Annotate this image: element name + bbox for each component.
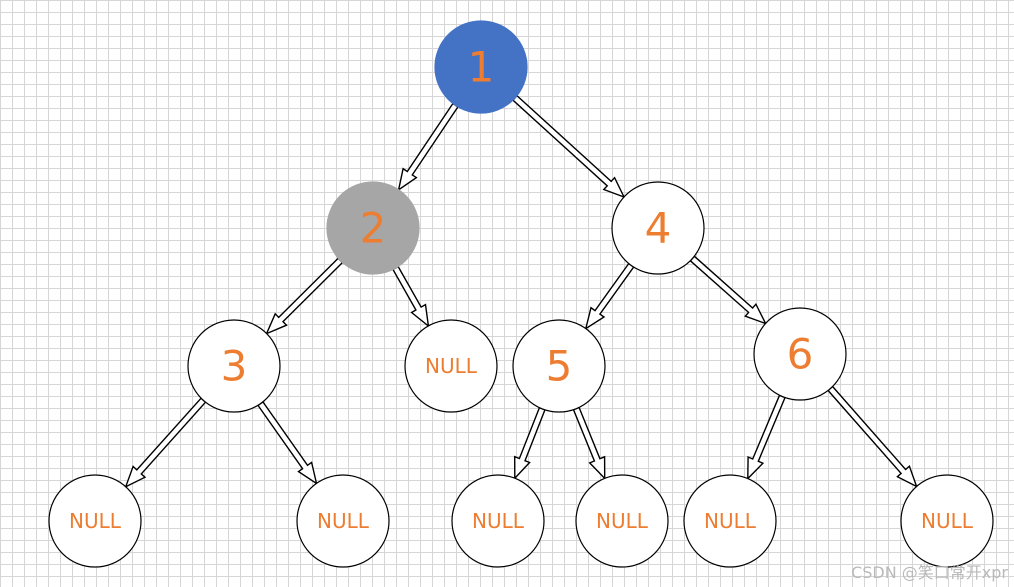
- node-label: NULL: [596, 509, 649, 533]
- tree-node-n6r: NULL: [900, 474, 994, 568]
- edge-arrow-n4-to-n6: [689, 255, 768, 325]
- edge-arrow-n4-to-n5: [584, 262, 635, 331]
- tree-node-n3: 3: [187, 319, 281, 413]
- tree-node-n5l: NULL: [451, 474, 545, 568]
- node-circle: [683, 474, 777, 568]
- tree-node-n3l: NULL: [48, 474, 142, 568]
- csdn-watermark: CSDN @笑口常开xpr: [851, 563, 1008, 582]
- edge-arrow-n5-to-n5l: [513, 406, 546, 480]
- tree-node-n4: 4: [611, 181, 705, 275]
- node-label: NULL: [69, 509, 122, 533]
- node-circle: [451, 474, 545, 568]
- edge-arrow-n1-to-n4: [512, 94, 626, 199]
- node-circle: [434, 20, 528, 114]
- node-label: NULL: [317, 509, 370, 533]
- tree-node-n6: 6: [753, 307, 847, 401]
- node-circle: [187, 319, 281, 413]
- node-circle: [575, 474, 669, 568]
- node-label: 2: [360, 204, 387, 253]
- node-circle: [753, 307, 847, 401]
- tree-node-n5r: NULL: [575, 474, 669, 568]
- tree-node-n6l: NULL: [683, 474, 777, 568]
- node-label: NULL: [704, 509, 757, 533]
- node-label: 6: [787, 330, 814, 379]
- edge-arrow-n6-to-n6l: [747, 394, 786, 481]
- edge-arrow-n1-to-n2: [397, 102, 459, 192]
- node-label: NULL: [921, 509, 974, 533]
- tree-node-n3r: NULL: [296, 474, 390, 568]
- tree-edges: [124, 94, 918, 489]
- node-circle: [326, 181, 420, 275]
- tree-node-n5: 5: [512, 319, 606, 413]
- edge-arrow-n6-to-n6r: [827, 385, 918, 488]
- node-circle: [296, 474, 390, 568]
- node-label: 3: [221, 342, 248, 391]
- node-circle: [512, 319, 606, 413]
- tree-node-n2r: NULL: [404, 319, 498, 413]
- edge-arrow-n3-to-n3l: [124, 397, 207, 489]
- node-circle: [48, 474, 142, 568]
- edge-arrow-n2-to-n3: [265, 257, 344, 335]
- node-label: 1: [468, 43, 495, 92]
- node-label: NULL: [472, 509, 525, 533]
- node-label: 5: [546, 342, 573, 391]
- edge-arrow-n3-to-n3r: [257, 400, 318, 485]
- node-label: NULL: [425, 354, 478, 378]
- edge-arrow-n2-to-n2r: [392, 265, 430, 328]
- tree-node-n1: 1: [434, 20, 528, 114]
- node-label: 4: [645, 204, 672, 253]
- edge-arrow-n5-to-n5r: [572, 406, 606, 481]
- node-circle: [900, 474, 994, 568]
- node-circle: [611, 181, 705, 275]
- tree-node-n2: 2: [326, 181, 420, 275]
- node-circle: [404, 319, 498, 413]
